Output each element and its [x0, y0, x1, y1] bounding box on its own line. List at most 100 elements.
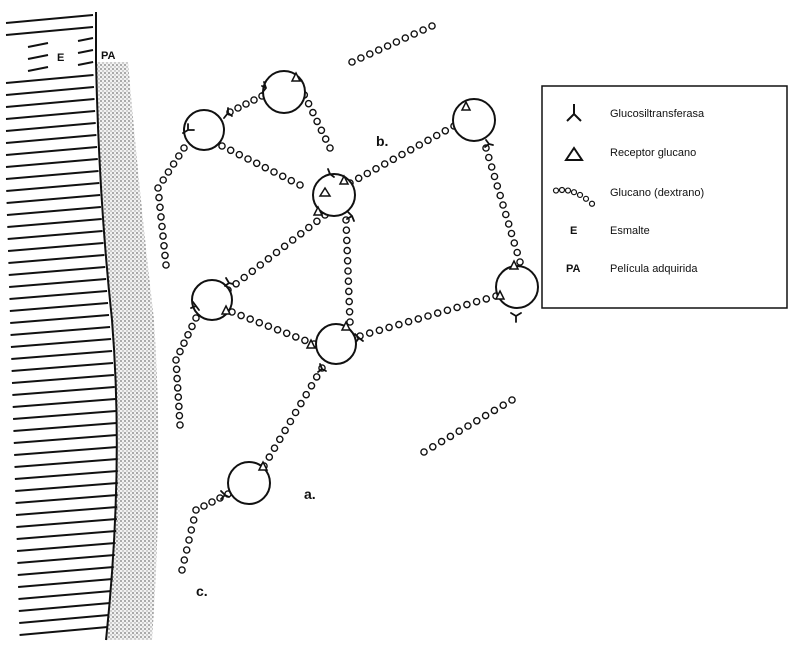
glucan-bead [346, 318, 354, 326]
glucan-bead [265, 453, 274, 461]
glucan-bead [164, 168, 173, 176]
glucan-bead [304, 99, 313, 108]
glucan-bead [280, 242, 289, 251]
bacterium-cell [183, 109, 225, 151]
glucan-bead [345, 307, 354, 316]
enzyme-y-icon [261, 81, 267, 94]
glucan-bead [357, 54, 365, 62]
glucosyltransferases [182, 81, 522, 500]
glucan-bead [312, 373, 321, 381]
glucan-bead [301, 336, 309, 345]
enamel-hatch-line [9, 290, 108, 300]
glucan-bead [250, 96, 258, 104]
pellicle-label: PA [101, 50, 116, 62]
legend-label-glucosyltransferase: Glucosiltransferasa [610, 108, 705, 120]
glucan-bead [159, 232, 167, 240]
enamel-hatch-line [19, 614, 110, 624]
glucan-bead [187, 526, 196, 534]
enamel-hatch-line [5, 14, 94, 24]
enamel-hatch-line [27, 42, 49, 48]
enamel-hatch-line [13, 410, 117, 420]
enamel-label: E [57, 52, 64, 64]
enamel-hatch-line [5, 122, 96, 132]
glucan-bead [162, 261, 170, 269]
glucan-bead [278, 172, 287, 181]
enamel-hatch-line [10, 314, 110, 324]
glucan-bead [326, 144, 334, 152]
glucan-bead [255, 318, 264, 327]
enzyme-y-icon [510, 312, 522, 323]
legend-item-glucan: Glucano (dextrano) [552, 186, 704, 207]
glucan-bead [428, 442, 437, 451]
enamel-hatch-line [9, 302, 109, 312]
marker-c: c. [196, 583, 208, 599]
enamel-hatch-line [14, 458, 118, 468]
glucan-bead [404, 317, 413, 326]
glucan-bead [433, 309, 442, 317]
glucan-bead [342, 236, 351, 245]
glucan-bead [484, 153, 493, 162]
glucan-bead [424, 312, 432, 320]
enamel-hatch-line [11, 374, 115, 384]
glucan-bead [443, 306, 452, 315]
glucan-bead [482, 295, 491, 303]
bacterium-cell [227, 461, 271, 505]
enamel-hatch-line [18, 590, 112, 600]
glucan-bead [270, 444, 279, 453]
glucan-bead [154, 184, 162, 192]
enamel-hatch-line [5, 98, 95, 108]
enzyme-y-icon [346, 211, 355, 222]
legend-box [541, 85, 788, 309]
enamel-hatch-line [14, 470, 118, 480]
glucan-bead [504, 220, 513, 228]
glucan-bead [304, 223, 313, 232]
glucan-bead [180, 144, 188, 152]
glucan-bead [173, 384, 182, 392]
glucan-bead [564, 187, 572, 194]
enzyme-y-icon [484, 139, 494, 148]
glucan-bead [208, 498, 216, 506]
glucan-bead [296, 181, 304, 189]
bacterium-cell [191, 279, 233, 321]
bacterium-cell [315, 323, 357, 365]
glucan-bead [363, 169, 372, 178]
enamel-hatch-line [7, 242, 104, 252]
enamel-hatch-line [16, 518, 117, 528]
receptor-triangle-icon [318, 186, 332, 197]
glucan-bead [270, 168, 278, 176]
enamel-hatch-line [12, 398, 116, 408]
legend-item-enamel: E Esmalte [570, 225, 650, 237]
glucan-bead [441, 127, 450, 135]
enamel-hatch-line [19, 626, 108, 636]
glucan-bead [472, 416, 481, 425]
glucan-bead [175, 411, 184, 420]
legend-label-pellicle: Película adquirida [610, 263, 698, 275]
glucan-bead [264, 322, 273, 331]
receptor-triangle-icon [338, 174, 350, 185]
glucan-bead [420, 448, 428, 456]
glucan-bead [385, 323, 393, 332]
enamel-hatch-line [15, 494, 118, 504]
glucan-bead [237, 311, 245, 320]
glucan-bead [365, 329, 374, 337]
enamel-hatch-line [6, 194, 101, 204]
glucan-bead [481, 411, 490, 420]
glucan-bead [372, 164, 380, 173]
glucan-bead [428, 22, 436, 30]
glucan-bead [552, 187, 560, 194]
glucan-bead [288, 236, 297, 244]
glucan-bead [261, 163, 270, 172]
glucan-bead [374, 46, 383, 54]
glucan-bead [510, 239, 519, 247]
glucan-bead [401, 34, 410, 42]
glucan-bead [178, 566, 186, 574]
glucan-bead [570, 189, 578, 196]
glucosyltransferase-icon [566, 104, 582, 122]
glucan-bead [256, 261, 265, 269]
glucan-bead [419, 26, 427, 34]
enamel-hatch-line [77, 61, 94, 66]
glucan-bead [200, 502, 208, 510]
glucan-bead [252, 159, 261, 168]
enzyme-y-icon [190, 301, 200, 311]
receptor-triangle-icon [290, 71, 302, 82]
